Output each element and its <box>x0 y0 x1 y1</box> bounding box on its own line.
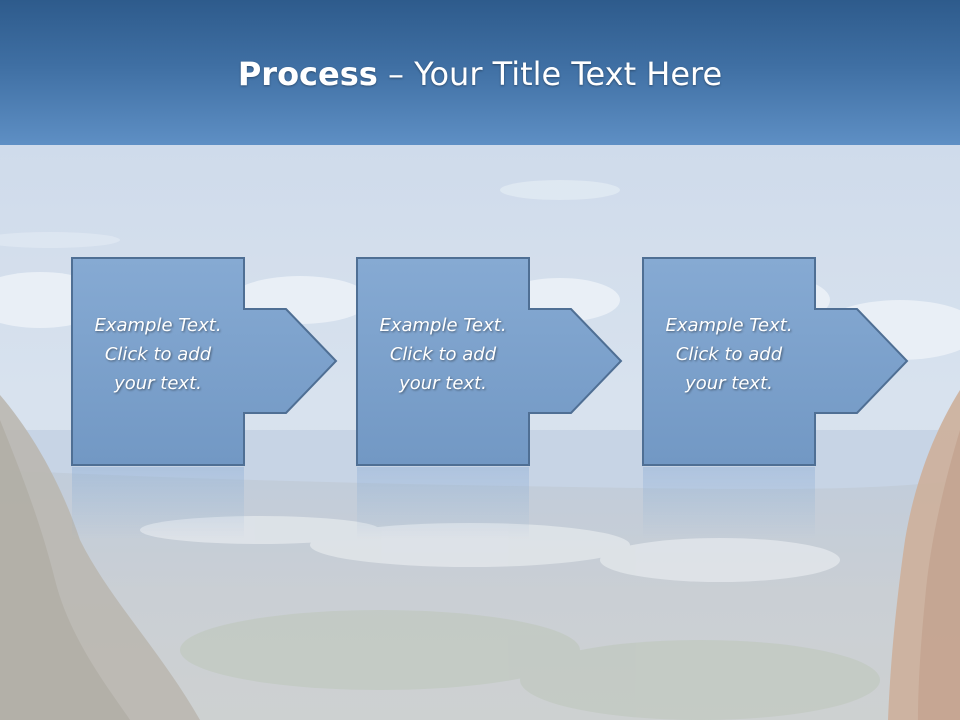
step-2-shape[interactable] <box>356 257 623 466</box>
step-3-line-3: your text. <box>685 373 773 394</box>
step-1-text[interactable]: Example Text. Click to add your text. <box>71 311 245 398</box>
step-3-reflection <box>643 467 815 540</box>
step-3-text[interactable]: Example Text. Click to add your text. <box>642 311 816 398</box>
step-3-line-2: Click to add <box>675 344 783 365</box>
step-2-line-2: Click to add <box>389 344 497 365</box>
step-3-line-1: Example Text. <box>665 315 793 336</box>
step-1-reflection <box>72 467 244 540</box>
step-2-line-1: Example Text. <box>379 315 507 336</box>
step-2-text[interactable]: Example Text. Click to add your text. <box>356 311 530 398</box>
step-2-line-3: your text. <box>399 373 487 394</box>
title-rest: – Your Title Text Here <box>377 55 723 93</box>
step-2[interactable] <box>356 257 623 540</box>
step-1-line-2: Click to add <box>104 344 212 365</box>
title-bar <box>0 0 960 145</box>
step-3-shape[interactable] <box>642 257 909 466</box>
step-1-line-3: your text. <box>114 373 202 394</box>
step-2-reflection <box>357 467 529 540</box>
title-bold: Process <box>237 55 378 93</box>
step-1-line-1: Example Text. <box>94 315 222 336</box>
step-1-shape[interactable] <box>71 257 338 466</box>
step-3[interactable] <box>642 257 909 540</box>
slide-title[interactable]: Process – Your Title Text Here <box>0 52 960 96</box>
step-1[interactable] <box>71 257 338 540</box>
